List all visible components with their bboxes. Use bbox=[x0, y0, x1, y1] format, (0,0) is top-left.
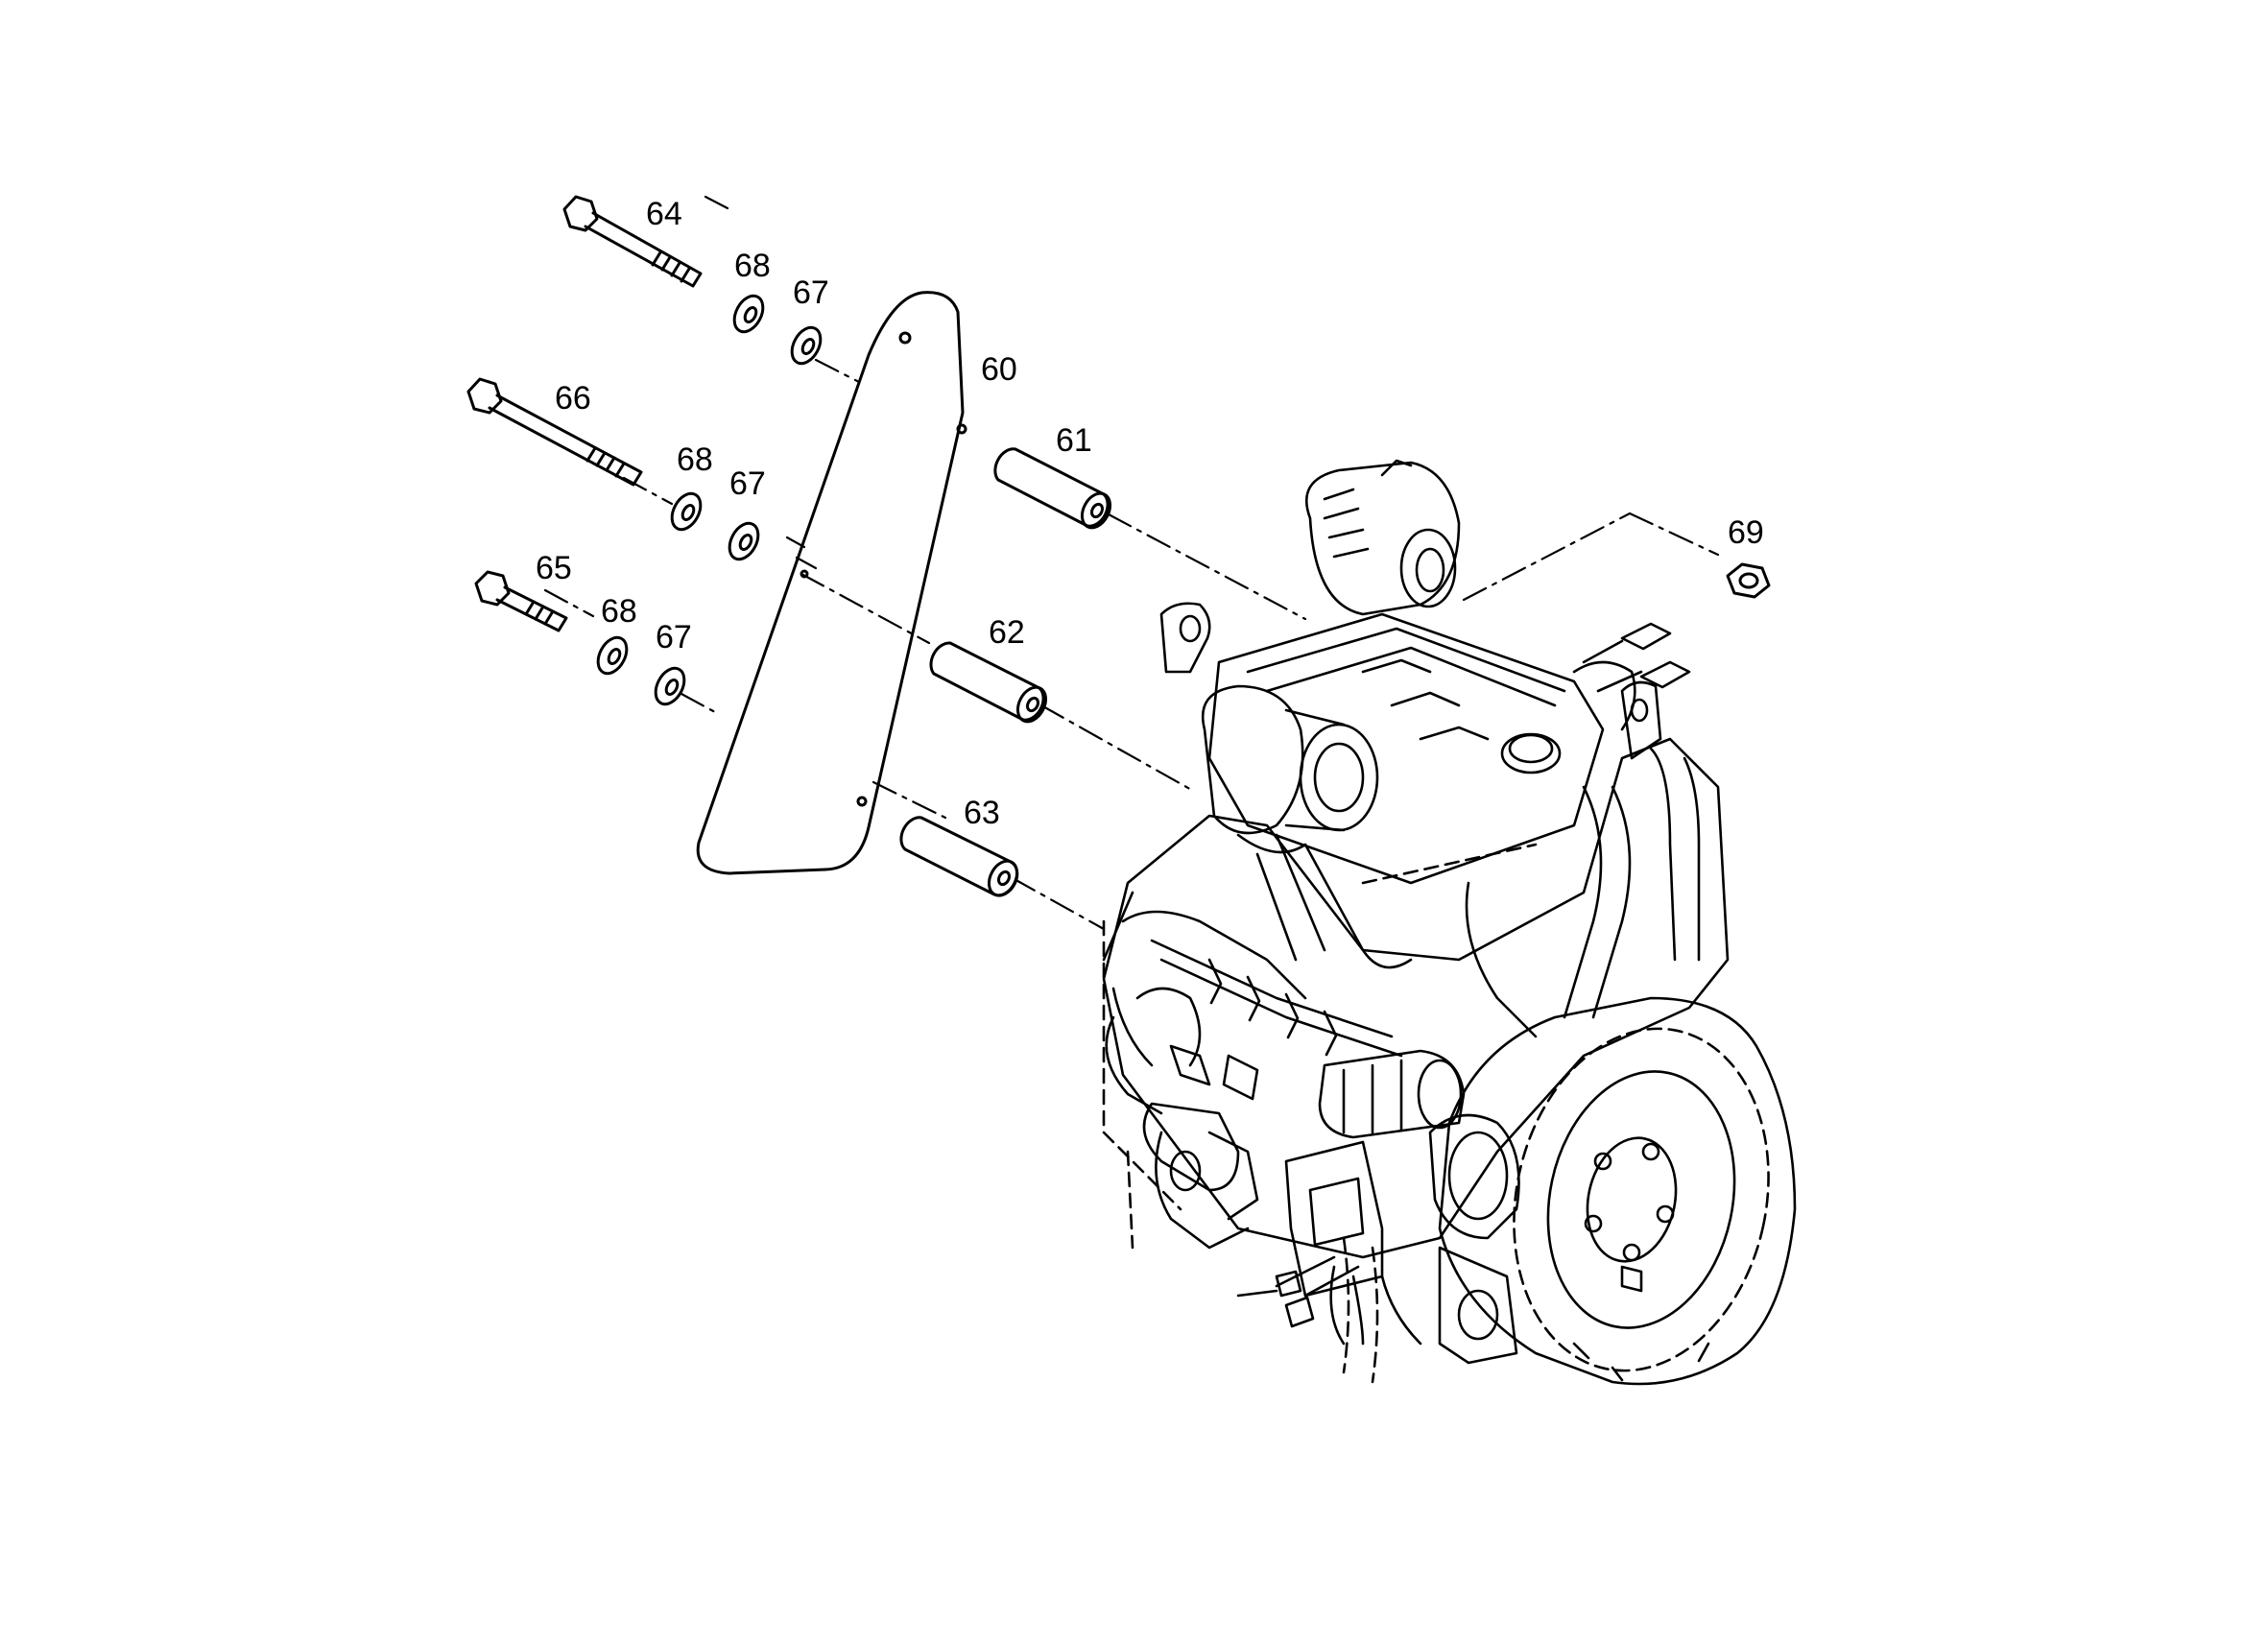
washer-68-mid bbox=[670, 491, 703, 532]
label-67-low: 67 bbox=[656, 619, 692, 655]
bolt-64 bbox=[562, 195, 703, 288]
part-labels: 60 61 62 63 64 65 66 67 67 67 68 68 68 6… bbox=[536, 196, 1764, 831]
spacer-63 bbox=[899, 816, 1019, 897]
washer-68-top bbox=[732, 294, 765, 334]
assembly-leader-lines bbox=[543, 195, 1720, 931]
label-68-top: 68 bbox=[734, 248, 771, 284]
washer-67-low bbox=[654, 666, 686, 706]
engine-assembly bbox=[1102, 459, 1797, 1386]
washer-67-top bbox=[790, 325, 823, 366]
label-63: 63 bbox=[964, 795, 1000, 831]
label-69: 69 bbox=[1728, 514, 1764, 551]
label-68-low: 68 bbox=[601, 593, 637, 630]
washer-68-low bbox=[596, 635, 629, 676]
lifting-lug-right bbox=[1620, 680, 1662, 760]
label-64: 64 bbox=[646, 196, 682, 232]
turbocharger bbox=[1201, 684, 1304, 835]
spacer-61 bbox=[993, 447, 1112, 530]
washers bbox=[596, 294, 823, 706]
valve-cover bbox=[1207, 612, 1605, 885]
engine-block bbox=[1102, 737, 1730, 1259]
fuel-rail-harness bbox=[1105, 939, 1403, 1115]
bolt-65 bbox=[474, 570, 568, 632]
label-60: 60 bbox=[981, 351, 1017, 388]
lifting-lug bbox=[1159, 602, 1211, 674]
nut-69 bbox=[1726, 562, 1771, 599]
label-65: 65 bbox=[536, 550, 572, 586]
mounting-plate-60 bbox=[696, 291, 967, 875]
label-66: 66 bbox=[555, 380, 591, 417]
alternator bbox=[1304, 459, 1461, 616]
label-62: 62 bbox=[989, 614, 1025, 651]
bolt-66 bbox=[466, 377, 643, 487]
label-68-mid: 68 bbox=[677, 441, 713, 478]
washer-67-mid bbox=[728, 521, 760, 561]
label-61: 61 bbox=[1056, 422, 1092, 459]
label-67-mid: 67 bbox=[729, 465, 766, 502]
starter-motor bbox=[1318, 1049, 1466, 1139]
label-67-top: 67 bbox=[793, 274, 829, 311]
spacer-62 bbox=[929, 641, 1048, 724]
